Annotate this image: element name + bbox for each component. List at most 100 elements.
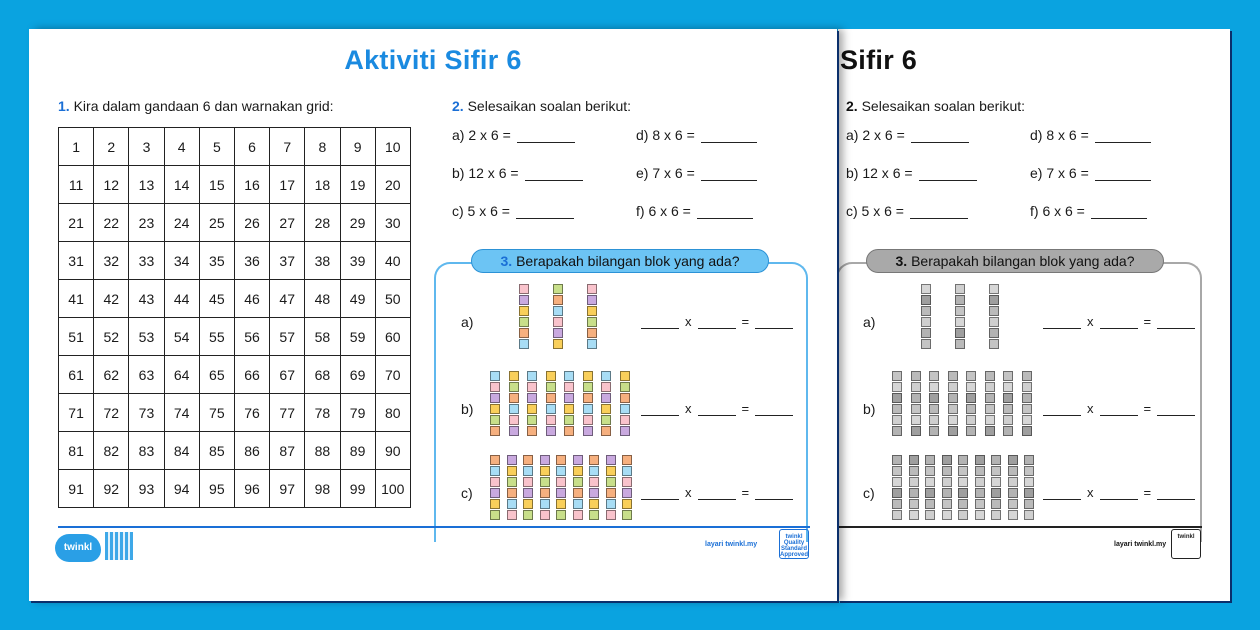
grid-cell[interactable]: 95 [198,469,235,508]
grid-cell[interactable]: 89 [339,431,376,470]
answer-blank[interactable] [1157,488,1196,500]
grid-cell[interactable]: 29 [339,203,376,242]
grid-cell[interactable]: 71 [57,393,95,432]
grid-cell[interactable]: 15 [198,165,235,204]
grid-cell[interactable]: 90 [374,431,411,470]
grid-cell[interactable]: 55 [198,317,235,356]
grid-cell[interactable]: 56 [233,317,271,356]
answer-blank[interactable] [1099,317,1138,329]
grid-cell[interactable]: 36 [233,241,271,280]
grid-cell[interactable]: 79 [339,393,376,432]
grid-cell[interactable]: 12 [93,165,130,204]
grid-cell[interactable]: 26 [233,203,271,242]
grid-cell[interactable]: 23 [128,203,165,242]
grid-cell[interactable]: 35 [198,241,235,280]
grid-cell[interactable]: 92 [93,469,130,508]
grid-cell[interactable]: 24 [163,203,200,242]
grid-cell[interactable]: 45 [198,279,235,318]
answer-blank[interactable] [918,167,977,181]
grid-cell[interactable]: 31 [57,241,95,280]
grid-cell[interactable]: 28 [304,203,341,242]
answer-blank[interactable] [1043,488,1081,500]
grid-cell[interactable]: 13 [128,165,165,204]
grid-cell[interactable]: 61 [57,355,95,394]
grid-cell[interactable]: 64 [163,355,200,394]
grid-cell[interactable]: 83 [128,431,165,470]
grid-cell[interactable]: 18 [304,165,341,204]
answer-blank[interactable] [697,317,736,329]
answer-blank[interactable] [755,488,794,500]
grid-cell[interactable]: 68 [304,355,341,394]
grid-cell[interactable]: 14 [163,165,200,204]
grid-cell[interactable]: 63 [128,355,165,394]
answer-blank[interactable] [697,488,736,500]
grid-cell[interactable]: 80 [374,393,411,432]
grid-cell[interactable]: 53 [128,317,165,356]
answer-blank[interactable] [524,167,583,181]
grid-cell[interactable]: 85 [198,431,235,470]
grid-cell[interactable]: 59 [339,317,376,356]
site-link[interactable]: layari twinkl.my [1114,541,1167,548]
grid-cell[interactable]: 10 [374,127,411,166]
grid-cell[interactable]: 81 [57,431,95,470]
grid-cell[interactable]: 19 [339,165,376,204]
grid-cell[interactable]: 86 [233,431,271,470]
grid-cell[interactable]: 98 [304,469,341,508]
grid-cell[interactable]: 96 [233,469,271,508]
grid-cell[interactable]: 44 [163,279,200,318]
grid-cell[interactable]: 2 [93,127,130,166]
grid-cell[interactable]: 21 [57,203,95,242]
grid-cell[interactable]: 99 [339,469,376,508]
grid-cell[interactable]: 50 [374,279,411,318]
grid-cell[interactable]: 40 [374,241,411,280]
grid-cell[interactable]: 91 [57,469,95,508]
grid-cell[interactable]: 54 [163,317,200,356]
grid-cell[interactable]: 100 [374,469,411,508]
grid-cell[interactable]: 27 [269,203,306,242]
grid-cell[interactable]: 73 [128,393,165,432]
grid-cell[interactable]: 9 [339,127,376,166]
grid-cell[interactable]: 82 [93,431,130,470]
grid-cell[interactable]: 32 [93,241,130,280]
grid-cell[interactable]: 34 [163,241,200,280]
grid-cell[interactable]: 78 [304,393,341,432]
answer-blank[interactable] [1043,404,1081,416]
grid-cell[interactable]: 38 [304,241,341,280]
grid-cell[interactable]: 58 [304,317,341,356]
grid-cell[interactable]: 16 [233,165,271,204]
grid-cell[interactable]: 7 [269,127,306,166]
grid-cell[interactable]: 67 [269,355,306,394]
grid-cell[interactable]: 88 [304,431,341,470]
grid-cell[interactable]: 62 [93,355,130,394]
answer-blank[interactable] [1157,404,1196,416]
answer-blank[interactable] [1157,317,1196,329]
answer-blank[interactable] [909,205,968,219]
grid-cell[interactable]: 1 [57,127,95,166]
answer-blank[interactable] [641,404,679,416]
answer-blank[interactable] [515,205,574,219]
answer-blank[interactable] [516,129,575,143]
answer-blank[interactable] [1099,404,1138,416]
grid-cell[interactable]: 5 [198,127,235,166]
grid-cell[interactable]: 46 [233,279,271,318]
answer-blank[interactable] [910,129,969,143]
grid-cell[interactable]: 52 [93,317,130,356]
grid-cell[interactable]: 20 [374,165,411,204]
answer-blank[interactable] [1094,167,1151,181]
answer-blank[interactable] [755,404,794,416]
site-link[interactable]: layari twinkl.my [705,541,758,548]
grid-cell[interactable]: 51 [57,317,95,356]
grid-cell[interactable]: 17 [269,165,306,204]
grid-cell[interactable]: 94 [163,469,200,508]
grid-cell[interactable]: 37 [269,241,306,280]
answer-blank[interactable] [1099,488,1138,500]
answer-blank[interactable] [700,129,757,143]
grid-cell[interactable]: 49 [339,279,376,318]
grid-cell[interactable]: 74 [163,393,200,432]
grid-cell[interactable]: 47 [269,279,306,318]
grid-cell[interactable]: 66 [233,355,271,394]
grid-cell[interactable]: 6 [233,127,271,166]
grid-cell[interactable]: 39 [339,241,376,280]
answer-blank[interactable] [755,317,794,329]
grid-cell[interactable]: 97 [269,469,306,508]
